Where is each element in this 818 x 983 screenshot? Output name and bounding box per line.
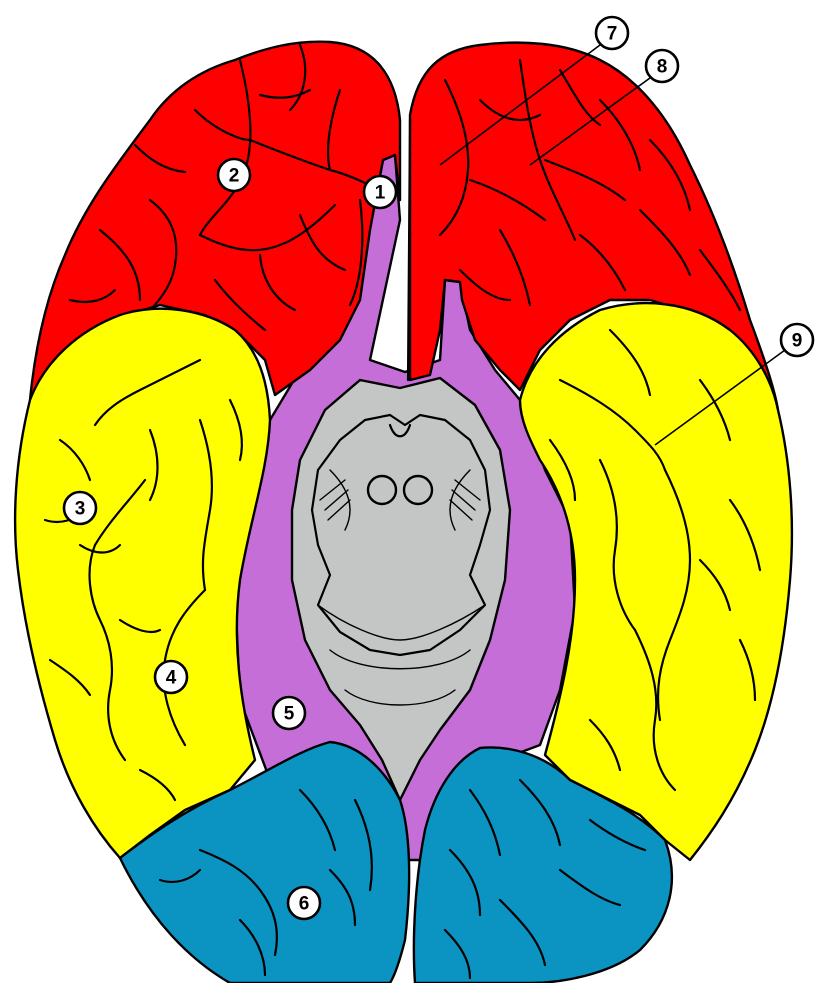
marker-9: 9	[781, 324, 813, 356]
marker-4-label: 4	[166, 668, 177, 689]
marker-3-label: 3	[75, 499, 86, 520]
marker-9-label: 9	[792, 331, 803, 352]
marker-2: 2	[218, 159, 250, 191]
marker-4: 4	[155, 661, 187, 693]
marker-5: 5	[273, 697, 305, 729]
marker-1-label: 1	[375, 183, 386, 204]
marker-6: 6	[288, 887, 320, 919]
marker-8: 8	[646, 50, 678, 82]
mammillary-body-left	[368, 476, 396, 504]
marker-7-label: 7	[607, 24, 618, 45]
marker-3: 3	[64, 492, 96, 524]
mammillary-body-right	[404, 476, 432, 504]
marker-5-label: 5	[284, 704, 295, 725]
marker-2-label: 2	[229, 166, 240, 187]
temporal-lobe-left	[15, 309, 270, 858]
marker-8-label: 8	[657, 57, 668, 78]
marker-6-label: 6	[299, 894, 310, 915]
marker-7: 7	[596, 17, 628, 49]
marker-1: 1	[364, 176, 396, 208]
